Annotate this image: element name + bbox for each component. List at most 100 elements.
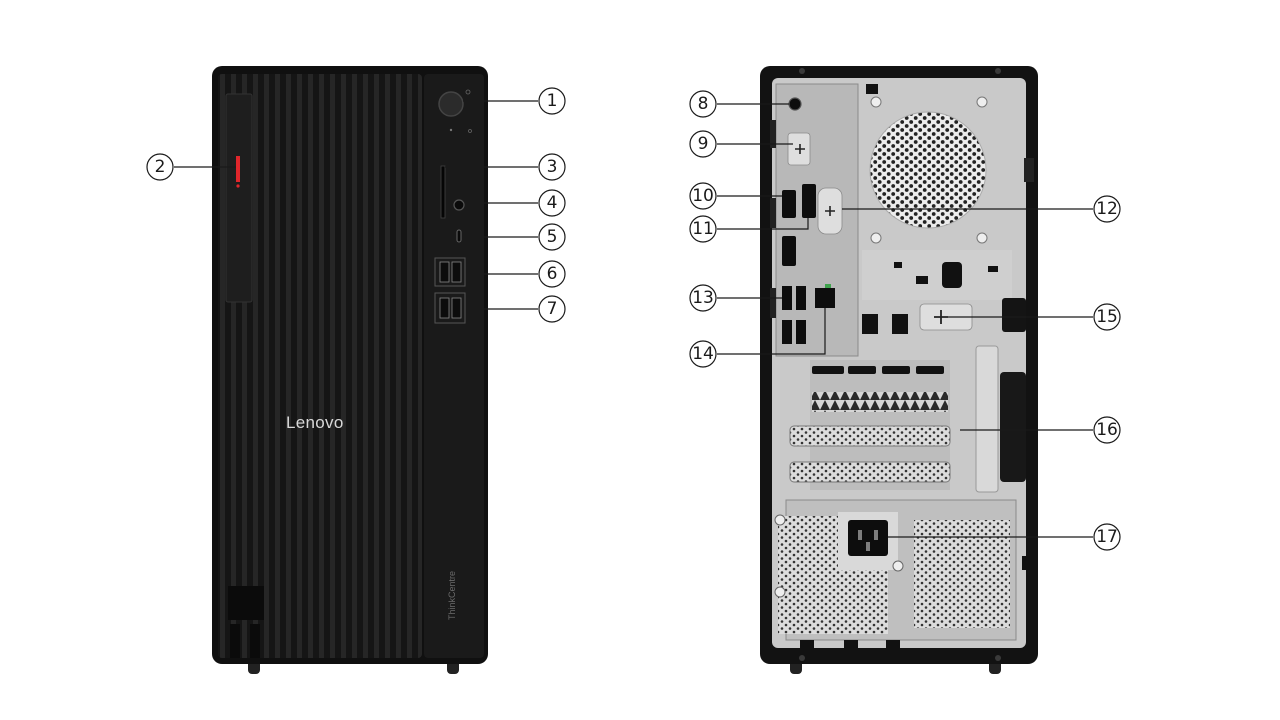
usb-a-port[interactable]: [451, 261, 462, 283]
bottom-tab: [800, 640, 814, 650]
callout-number: 16: [1096, 420, 1118, 440]
gpu-displayport[interactable]: [812, 366, 844, 374]
callout-3: 3: [538, 153, 566, 181]
callout-number: 10: [692, 186, 714, 206]
callout-17: 17: [1093, 523, 1121, 551]
displayport-port-2[interactable]: [782, 236, 796, 266]
psu-screw: [774, 514, 786, 526]
psu-screw: [892, 560, 904, 572]
optical-drive-bezel: [225, 93, 253, 303]
usb-a-port[interactable]: [451, 297, 462, 319]
gpu-vent: [812, 392, 948, 412]
thumbscrew: [995, 655, 1001, 661]
front-grille: [218, 74, 422, 658]
cable-lock-slot: [942, 262, 962, 288]
card-reader-slot[interactable]: [440, 165, 446, 219]
inlet-pin: [858, 530, 862, 540]
front-view: Lenovo ThinkCentre: [212, 66, 488, 674]
mic-hole: [468, 129, 472, 133]
callout-number: 7: [547, 299, 558, 319]
ethernet-led: [825, 284, 831, 288]
lenovo-logo: Lenovo: [286, 413, 344, 432]
gpu-displayport[interactable]: [848, 366, 876, 374]
usb-a-port[interactable]: [796, 286, 806, 310]
leader-lines: [174, 100, 1093, 538]
red-status-dot: [236, 184, 240, 188]
thumbscrew: [799, 655, 805, 661]
callout-number: 4: [547, 193, 558, 213]
plus-icon: [825, 206, 835, 216]
fan-screw: [870, 96, 882, 108]
ethernet-port[interactable]: [815, 288, 835, 308]
callout-number: 15: [1096, 307, 1118, 327]
security-slot: [1022, 556, 1030, 570]
fan-grille: [869, 111, 987, 229]
fan-screw: [976, 96, 988, 108]
rear-handle: [1000, 372, 1026, 482]
usb-a-port[interactable]: [796, 320, 806, 344]
callout-number: 13: [692, 288, 714, 308]
hdd-led: [449, 128, 453, 132]
callout-11: 11: [689, 215, 717, 243]
callout-1: 1: [538, 87, 566, 115]
inlet-pin: [866, 542, 870, 551]
gpu-displayport[interactable]: [882, 366, 910, 374]
front-lower-slot-b: [250, 624, 260, 658]
front-usb-c-port[interactable]: [456, 229, 462, 243]
front-lower-slot-a: [230, 624, 240, 658]
callout-number: 9: [698, 134, 709, 154]
antenna-knockout-area: [862, 250, 1012, 300]
callout-number: 3: [547, 157, 558, 177]
thinkcentre-logo: ThinkCentre: [447, 571, 457, 620]
front-usb-a-group-upper: [434, 257, 466, 287]
usb-a-port[interactable]: [439, 297, 450, 319]
fan-screw: [976, 232, 988, 244]
bottom-tab: [886, 640, 900, 650]
usb-a-port[interactable]: [439, 261, 450, 283]
callout-12: 12: [1093, 195, 1121, 223]
displayport-port[interactable]: [802, 184, 816, 218]
red-status-indicator: [236, 156, 240, 182]
front-usb-a-group-lower: [434, 292, 466, 324]
ac-power-inlet[interactable]: [848, 520, 888, 556]
slot-cover: [789, 425, 951, 447]
inlet-pin: [874, 530, 878, 540]
callout-9: 9: [689, 130, 717, 158]
knockout-slot: [862, 314, 878, 334]
usb-a-port[interactable]: [782, 320, 792, 344]
rear-usb-a-group: [782, 286, 806, 344]
callout-5: 5: [538, 223, 566, 251]
usb-a-port[interactable]: [782, 286, 792, 310]
io-side-tab: [770, 198, 776, 228]
power-button[interactable]: [438, 91, 464, 117]
io-side-tab: [770, 288, 776, 318]
callout-8: 8: [689, 90, 717, 118]
thumbscrew: [995, 68, 1001, 74]
gpu-displayport[interactable]: [916, 366, 944, 374]
callout-14: 14: [689, 340, 717, 368]
thumbscrew: [799, 68, 805, 74]
callout-6: 6: [538, 260, 566, 288]
callout-number: 14: [692, 344, 714, 364]
callout-number: 6: [547, 264, 558, 284]
fan-screw: [870, 232, 882, 244]
io-shield: [775, 83, 859, 357]
callout-number: 12: [1096, 199, 1118, 219]
callout-15: 15: [1093, 303, 1121, 331]
psu-screw: [774, 586, 786, 598]
front-lower-bay: [228, 586, 264, 620]
plus-icon: [934, 310, 948, 324]
rear-audio-jack[interactable]: [788, 97, 802, 111]
hdmi-port[interactable]: [782, 190, 796, 218]
knockout-slot: [988, 266, 998, 272]
rear-tab: [866, 84, 878, 94]
front-control-strip: [424, 74, 484, 658]
front-audio-jack[interactable]: [453, 199, 465, 211]
psu-vent-right: [914, 520, 1010, 628]
padlock-loop: [1002, 298, 1026, 332]
callout-2: 2: [146, 153, 174, 181]
bottom-tab: [844, 640, 858, 650]
knockout-slot: [916, 276, 928, 284]
plus-icon: [795, 144, 805, 154]
